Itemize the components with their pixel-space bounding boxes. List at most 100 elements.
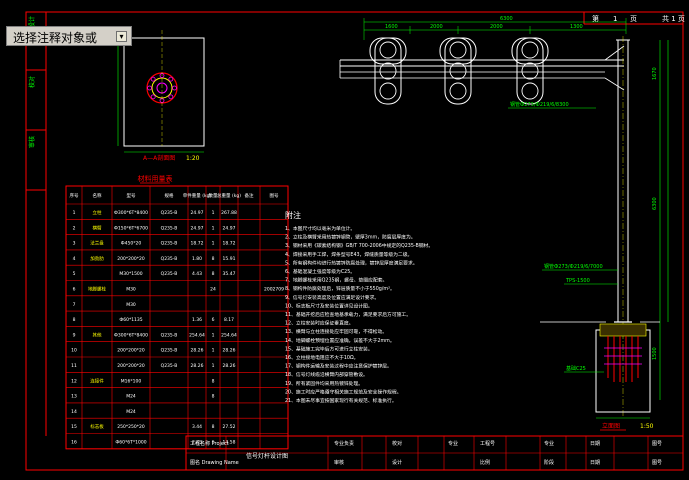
plan-view-scale: 1:20 xyxy=(186,155,200,162)
note-item: 13、横臂与立柱连接处应牢固可靠，不得松动。 xyxy=(285,328,387,335)
svg-text:2000: 2000 xyxy=(430,24,443,30)
table-cell: 7 xyxy=(73,302,76,308)
table-cell: Ф60*1135 xyxy=(119,317,142,323)
elevation-scale: 1:50 xyxy=(640,423,654,430)
table-cell: 27.52 xyxy=(223,424,236,430)
table-cell: 其他 xyxy=(93,331,102,338)
svg-text:基础C25: 基础C25 xyxy=(566,365,586,372)
table-cell: 11 xyxy=(71,363,77,369)
table-cell: 地脚螺栓 xyxy=(88,286,106,293)
table-cell: 1 xyxy=(212,348,215,354)
table-cell: 14.58 xyxy=(223,440,236,446)
base-label: TPS-1500 xyxy=(565,278,590,284)
svg-text:第: 第 xyxy=(592,14,599,23)
table-cell: 6 xyxy=(73,287,76,293)
table-cell: 2.43 xyxy=(192,440,202,446)
table-cell: 1 xyxy=(212,210,215,216)
anchor-bolt xyxy=(168,94,174,100)
anchor-bolt xyxy=(150,94,156,100)
table-cell: M24 xyxy=(126,409,136,415)
note-item: 21、本图未尽事宜按国家现行有关规范、标准执行。 xyxy=(285,397,397,404)
annotation-tooltip[interactable]: 选择注释对象或 ▾ xyxy=(6,26,132,46)
note-item: 10、标志板尺寸及安装位置详见设计图。 xyxy=(285,302,373,309)
signal-head xyxy=(439,37,477,105)
table-cell: 18.72 xyxy=(191,241,204,247)
table-cell: M16*100 xyxy=(121,378,142,384)
svg-text:2000: 2000 xyxy=(490,24,503,30)
svg-text:1500: 1500 xyxy=(652,347,658,360)
table-cell: 28.26 xyxy=(191,363,204,369)
note-item: 9、信号灯安装高度及位置应满足设计要求。 xyxy=(285,294,379,301)
table-header-cell: 单件重量 (kg) xyxy=(183,192,212,199)
table-cell: M30 xyxy=(126,287,136,293)
note-item: 3、钢材采用《碳素结构钢》GB/T 700-2006中规定的Q235-B钢材。 xyxy=(285,242,433,249)
checked-label: 审核 xyxy=(334,459,344,466)
note-item: 8、钢构件防腐处理后，锌层质量不小于550g/m²。 xyxy=(285,285,395,292)
binding-strip: 设计 校对 审核 xyxy=(28,16,36,148)
table-cell: 15.91 xyxy=(223,256,236,262)
table-cell: Q235-B xyxy=(161,225,178,231)
table-cell: 横臂 xyxy=(93,224,102,231)
svg-text:专业: 专业 xyxy=(448,440,458,447)
table-cell: 1 xyxy=(212,225,215,231)
table-cell: 254.64 xyxy=(189,332,205,338)
table-cell: 28.26 xyxy=(223,363,236,369)
note-item: 12、立柱安装时应保证垂直度。 xyxy=(285,320,353,327)
design-notes[interactable]: 附注 1、本图尺寸均以毫米为单位计。2、立柱及横臂采用热镀锌钢管，壁厚3mm，防… xyxy=(285,210,433,404)
table-cell: 200*200*20 xyxy=(117,363,145,369)
table-cell: 3.44 xyxy=(192,424,202,430)
note-item: 14、地脚螺栓预埋位置应准确，误差不大于2mm。 xyxy=(285,337,395,344)
svg-text:1600: 1600 xyxy=(385,24,398,30)
table-cell: 18.72 xyxy=(223,241,236,247)
table-cell: 254.64 xyxy=(221,332,237,338)
table-cell: Q235-B xyxy=(161,210,178,216)
table-cell: Q235-B xyxy=(161,348,178,354)
table-cell: 1 xyxy=(212,363,215,369)
arm-label: 钢管Ф273/Ф219/6/8300 xyxy=(510,101,569,108)
note-item: 20、施工时应严格遵守相关施工规范及安全操作规程。 xyxy=(285,388,401,395)
note-item: 1、本图尺寸均以毫米为单位计。 xyxy=(285,225,355,232)
date-label: 日期 xyxy=(590,460,600,466)
table-cell: 8 xyxy=(212,378,215,384)
plan-view[interactable]: A—A剖面图 1:20 xyxy=(117,30,205,162)
table-cell: 250*250*20 xyxy=(117,424,145,430)
table-title: 材料用量表 xyxy=(138,174,173,183)
pole-label: 钢管Ф273/Ф219/6/7000 xyxy=(544,263,603,270)
title-block[interactable]: 工程名称 Project 图名 Drawing Name 信号灯杆设计图 专业负… xyxy=(185,435,684,471)
dropdown-arrow-icon[interactable]: ▾ xyxy=(116,31,127,42)
svg-text:日期: 日期 xyxy=(590,441,600,447)
elevation-view[interactable]: 6300 1600 2000 2000 1300 1670 6300 1500 xyxy=(339,16,669,431)
table-cell: 法兰盘 xyxy=(90,240,104,247)
svg-text:6300: 6300 xyxy=(652,197,658,210)
note-item: 11、基础开挖后应检查地基承载力，满足要求后方可施工。 xyxy=(285,311,411,318)
table-header-cell: 名称 xyxy=(93,192,102,199)
table-cell: M30*1500 xyxy=(119,271,142,277)
table-cell: 13 xyxy=(71,394,77,400)
table-cell: 24.97 xyxy=(191,210,204,216)
table-cell: 8 xyxy=(212,394,215,400)
svg-text:6300: 6300 xyxy=(500,16,513,22)
table-cell: Q235-B xyxy=(161,241,178,247)
table-cell: 8 xyxy=(73,317,76,323)
table-cell: M24 xyxy=(126,394,136,400)
anchor-bolt xyxy=(150,76,156,82)
svg-text:设计: 设计 xyxy=(28,16,36,28)
note-item: 17、钢构件运输及安装过程中应注意保护镀锌层。 xyxy=(285,363,392,370)
table-cell: 4 xyxy=(73,256,76,262)
table-cell: 5 xyxy=(73,271,76,277)
table-cell: Q235-B xyxy=(161,271,178,277)
table-header-cell: 规格 xyxy=(165,192,174,199)
note-item: 16、立柱接地电阻应不大于10Ω。 xyxy=(285,354,358,361)
project-label: 工程名称 Project xyxy=(190,440,229,447)
table-cell: 9 xyxy=(73,332,76,338)
table-cell: 200*200*20 xyxy=(117,256,145,262)
svg-text:工程号: 工程号 xyxy=(480,440,495,447)
anchor-bolt xyxy=(147,85,152,91)
svg-text:校对: 校对 xyxy=(28,76,36,88)
table-cell: 1 xyxy=(212,332,215,338)
svg-text:1300: 1300 xyxy=(570,24,583,30)
